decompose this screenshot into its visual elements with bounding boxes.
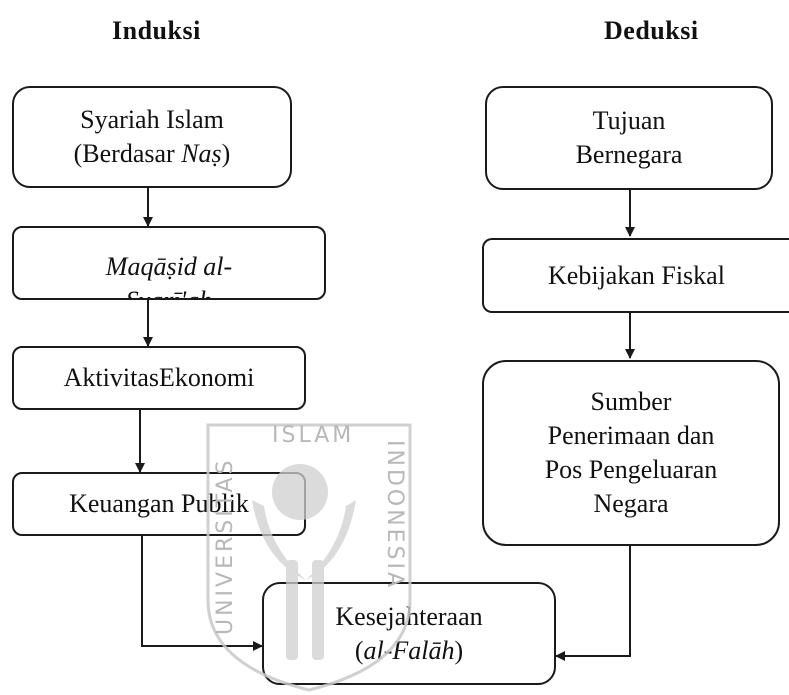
deduksi-heading: Deduksi [604, 16, 699, 45]
tujuan-line1: Tujuan [592, 106, 666, 136]
kesejahteraan-line2: (al-Falāh) [354, 635, 464, 665]
sumber-line4: Negara [593, 488, 669, 518]
sumber-line1: Sumber [590, 387, 672, 417]
node-aktivitas-ekonomi: AktivitasEkonomi [12, 346, 306, 410]
node-kesejahteraan: Kesejahteraan (al-Falāh) [262, 582, 556, 685]
syariah-line2: (Berdasar Naṣ) [73, 139, 231, 168]
arrow-sumber-to-kesejahteraan [555, 546, 631, 661]
kebijakan-label: Kebijakan Fiskal [548, 260, 725, 290]
kesejahteraan-line1: Kesejahteraan [335, 601, 483, 631]
aktivitas-label: AktivitasEkonomi [63, 363, 255, 393]
sumber-line3: Pos Pengeluaran [544, 455, 718, 484]
maqasid-line1: Maqāṣid al- [105, 252, 233, 281]
node-syariah-islam: Syariah Islam (Berdasar Naṣ) [12, 86, 292, 188]
node-sumber-penerimaan: Sumber Penerimaan dan Pos Pengeluaran Ne… [482, 360, 780, 546]
keuangan-label: Keuangan Publik [69, 489, 249, 519]
node-kebijakan-fiskal: Kebijakan Fiskal [482, 238, 789, 313]
induksi-heading: Induksi [112, 16, 201, 45]
sumber-line2: Penerimaan dan [547, 421, 715, 451]
arrow-keuangan-to-kesejahteraan [141, 536, 263, 651]
node-keuangan-publik: Keuangan Publik [12, 472, 306, 536]
node-maqasid: Maqāṣid al- Syarī'ah [12, 226, 326, 300]
node-tujuan-bernegara: Tujuan Bernegara [485, 86, 773, 190]
maqasid-line2: Syarī'ah [126, 284, 212, 298]
syariah-line1: Syariah Islam [80, 105, 224, 135]
tujuan-line2: Bernegara [575, 140, 683, 169]
